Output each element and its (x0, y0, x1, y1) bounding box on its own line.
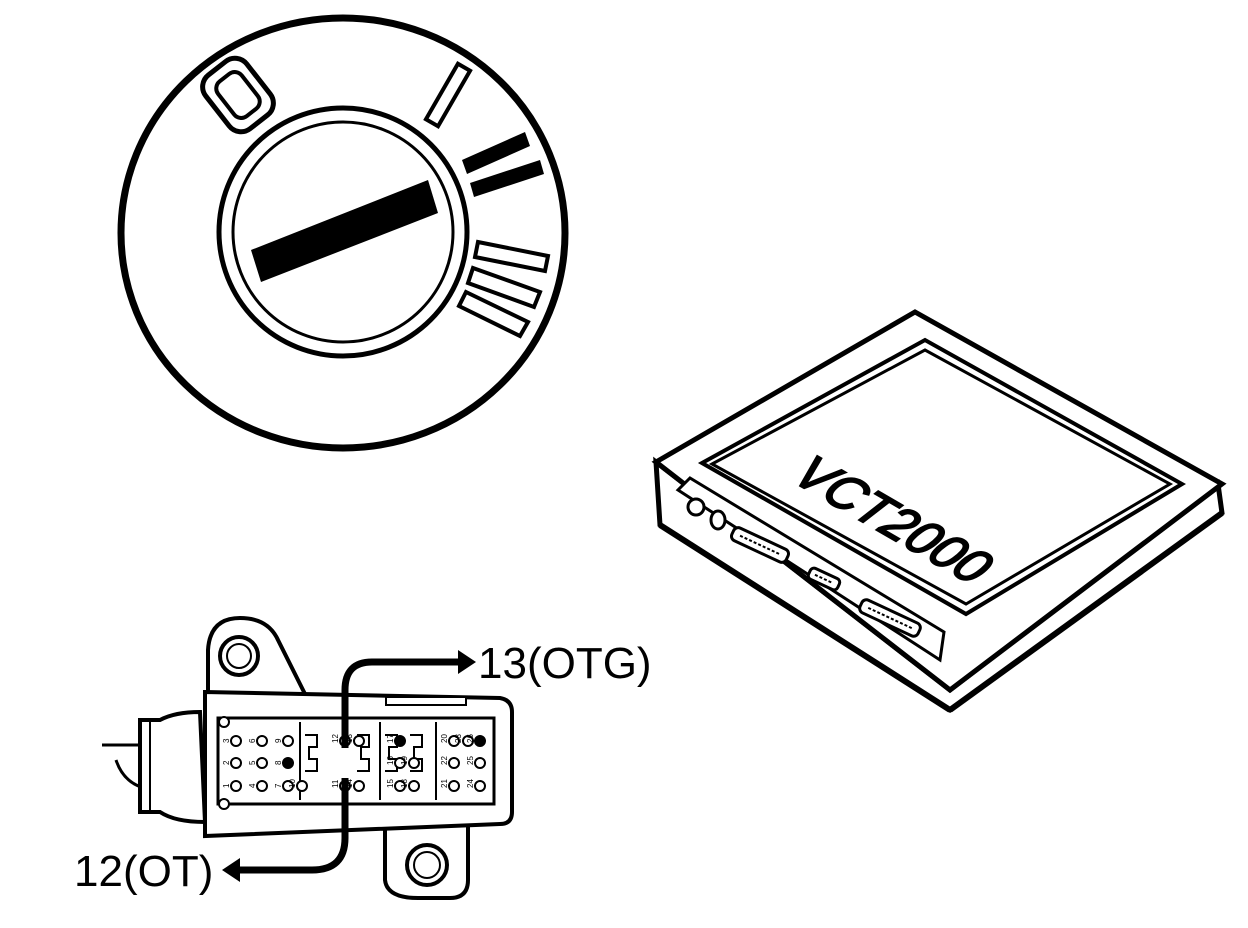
power-socket-icon (686, 497, 706, 517)
terminal-pin (353, 735, 365, 747)
terminal-pin-number: 1 (222, 783, 231, 788)
terminal-pin-number: 7 (274, 783, 283, 788)
terminal-pin (448, 735, 460, 747)
terminal-pin (353, 780, 365, 792)
terminal-pin (230, 735, 242, 747)
start-position-mark-1 (472, 239, 551, 274)
terminal-pin-number: 4 (248, 783, 257, 788)
terminal-pin-number: 21 (440, 779, 449, 788)
terminal-pin (256, 735, 268, 747)
terminal-pin-number: 12 (331, 734, 340, 743)
serial-port-2-icon (858, 598, 922, 638)
ot-lead-wire (238, 778, 349, 874)
terminal-pin-number: 6 (248, 738, 257, 743)
terminal-pin-number: 13 (345, 734, 354, 743)
terminal-pin-number: 24 (466, 779, 475, 788)
terminal-pin-number: 5 (248, 760, 257, 765)
acc-position-mark-1 (462, 132, 530, 174)
terminal-pin-number: 23 (454, 734, 463, 743)
terminal-pin (448, 757, 460, 769)
lower-mounting-hole (405, 843, 449, 887)
terminal-pin (462, 735, 474, 747)
terminal-pin (474, 780, 486, 792)
off-position-symbol: O (200, 55, 276, 135)
terminal-pin-number: 19 (400, 756, 409, 765)
terminal-pin (408, 780, 420, 792)
terminal-pin-number: 14 (345, 779, 354, 788)
terminal-pin-number: 17 (386, 734, 395, 743)
terminal-pin-number: 22 (440, 756, 449, 765)
upper-mounting-hole (218, 635, 260, 677)
tester-screen (708, 348, 1174, 606)
terminal-pin-number: 20 (440, 734, 449, 743)
terminal-pin-number: 8 (274, 760, 283, 765)
terminal-pin (230, 757, 242, 769)
key-slot (251, 180, 438, 282)
terminal-pin-number: 25 (466, 756, 475, 765)
otg-terminal-label: 13(OTG) (478, 639, 652, 688)
ot-terminal-label: 12(OT) (74, 847, 213, 896)
otg-arrow-icon (458, 650, 476, 674)
terminal-pin-number: 9 (274, 738, 283, 743)
terminal-pin (394, 735, 406, 747)
terminal-pin (296, 780, 308, 792)
serial-port-1-icon (729, 526, 791, 564)
terminal-pin (282, 735, 294, 747)
ignition-switch: O I (117, 14, 569, 452)
terminal-pin-number: 2 (222, 760, 231, 765)
led-indicator-icon (709, 509, 727, 531)
terminal-pin (474, 757, 486, 769)
terminal-pin (282, 780, 294, 792)
terminal-pin (394, 757, 406, 769)
start-position-mark-3 (456, 289, 531, 339)
terminal-pin (394, 780, 406, 792)
acc-position-mark-2 (470, 160, 544, 197)
terminal-pin (408, 757, 420, 769)
terminal-pin-number: 11 (331, 779, 340, 788)
start-position-mark-2 (465, 265, 543, 310)
terminal-pin-number: 26 (466, 734, 475, 743)
ot-arrow-icon (222, 858, 240, 882)
terminal-pin (256, 780, 268, 792)
terminal-pin-number: 15 (386, 779, 395, 788)
terminal-pin (230, 780, 242, 792)
vct2000-tester: VCT2000 (651, 309, 1227, 714)
otg-lead-wire (341, 658, 460, 748)
on-position-symbol: I (423, 61, 473, 129)
terminal-pin (256, 757, 268, 769)
terminal-pin (282, 757, 294, 769)
terminal-pin-number: 3 (222, 738, 231, 743)
terminal-pin-number: 16 (386, 756, 395, 765)
usb-port-icon (806, 566, 842, 592)
terminal-pin (448, 780, 460, 792)
terminal-pin (474, 735, 486, 747)
terminal-pin-number: 10 (288, 779, 297, 788)
terminal-pin-number: 18 (400, 779, 409, 788)
